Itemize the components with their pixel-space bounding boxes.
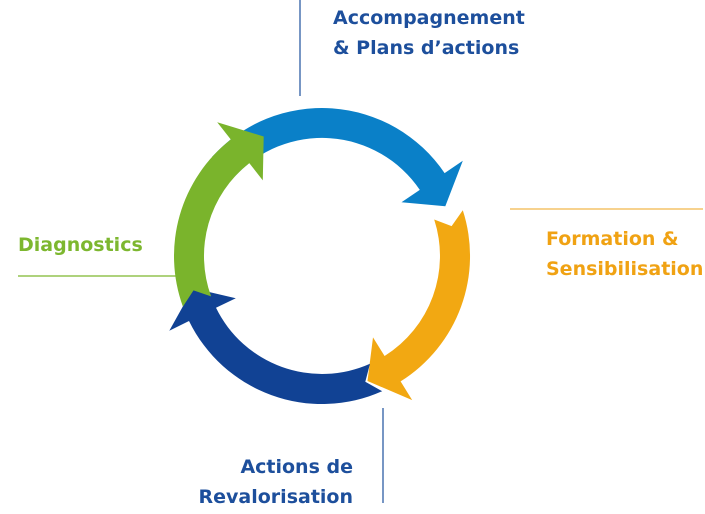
label-formation: Formation & Sensibilisation bbox=[546, 224, 703, 284]
label-revalorisation: Actions de Revalorisation bbox=[199, 452, 353, 512]
arrow-revalorisation-icon bbox=[169, 288, 383, 405]
arrow-diagnostics-icon bbox=[174, 122, 264, 307]
arrow-accompagnement-icon bbox=[212, 108, 463, 207]
label-accompagnement-line1: Accompagnement bbox=[333, 7, 525, 29]
label-diagnostics-line1: Diagnostics bbox=[18, 234, 143, 256]
label-formation-line1: Formation & bbox=[546, 228, 679, 250]
label-accompagnement: Accompagnement & Plans d’actions bbox=[333, 3, 525, 63]
label-formation-line2: Sensibilisation bbox=[546, 258, 704, 280]
arrow-formation-icon bbox=[367, 210, 471, 401]
label-diagnostics: Diagnostics bbox=[18, 230, 143, 260]
label-accompagnement-line2: & Plans d’actions bbox=[333, 37, 520, 59]
label-revalorisation-line2: Revalorisation bbox=[198, 486, 353, 508]
label-revalorisation-line1: Actions de bbox=[240, 456, 353, 478]
